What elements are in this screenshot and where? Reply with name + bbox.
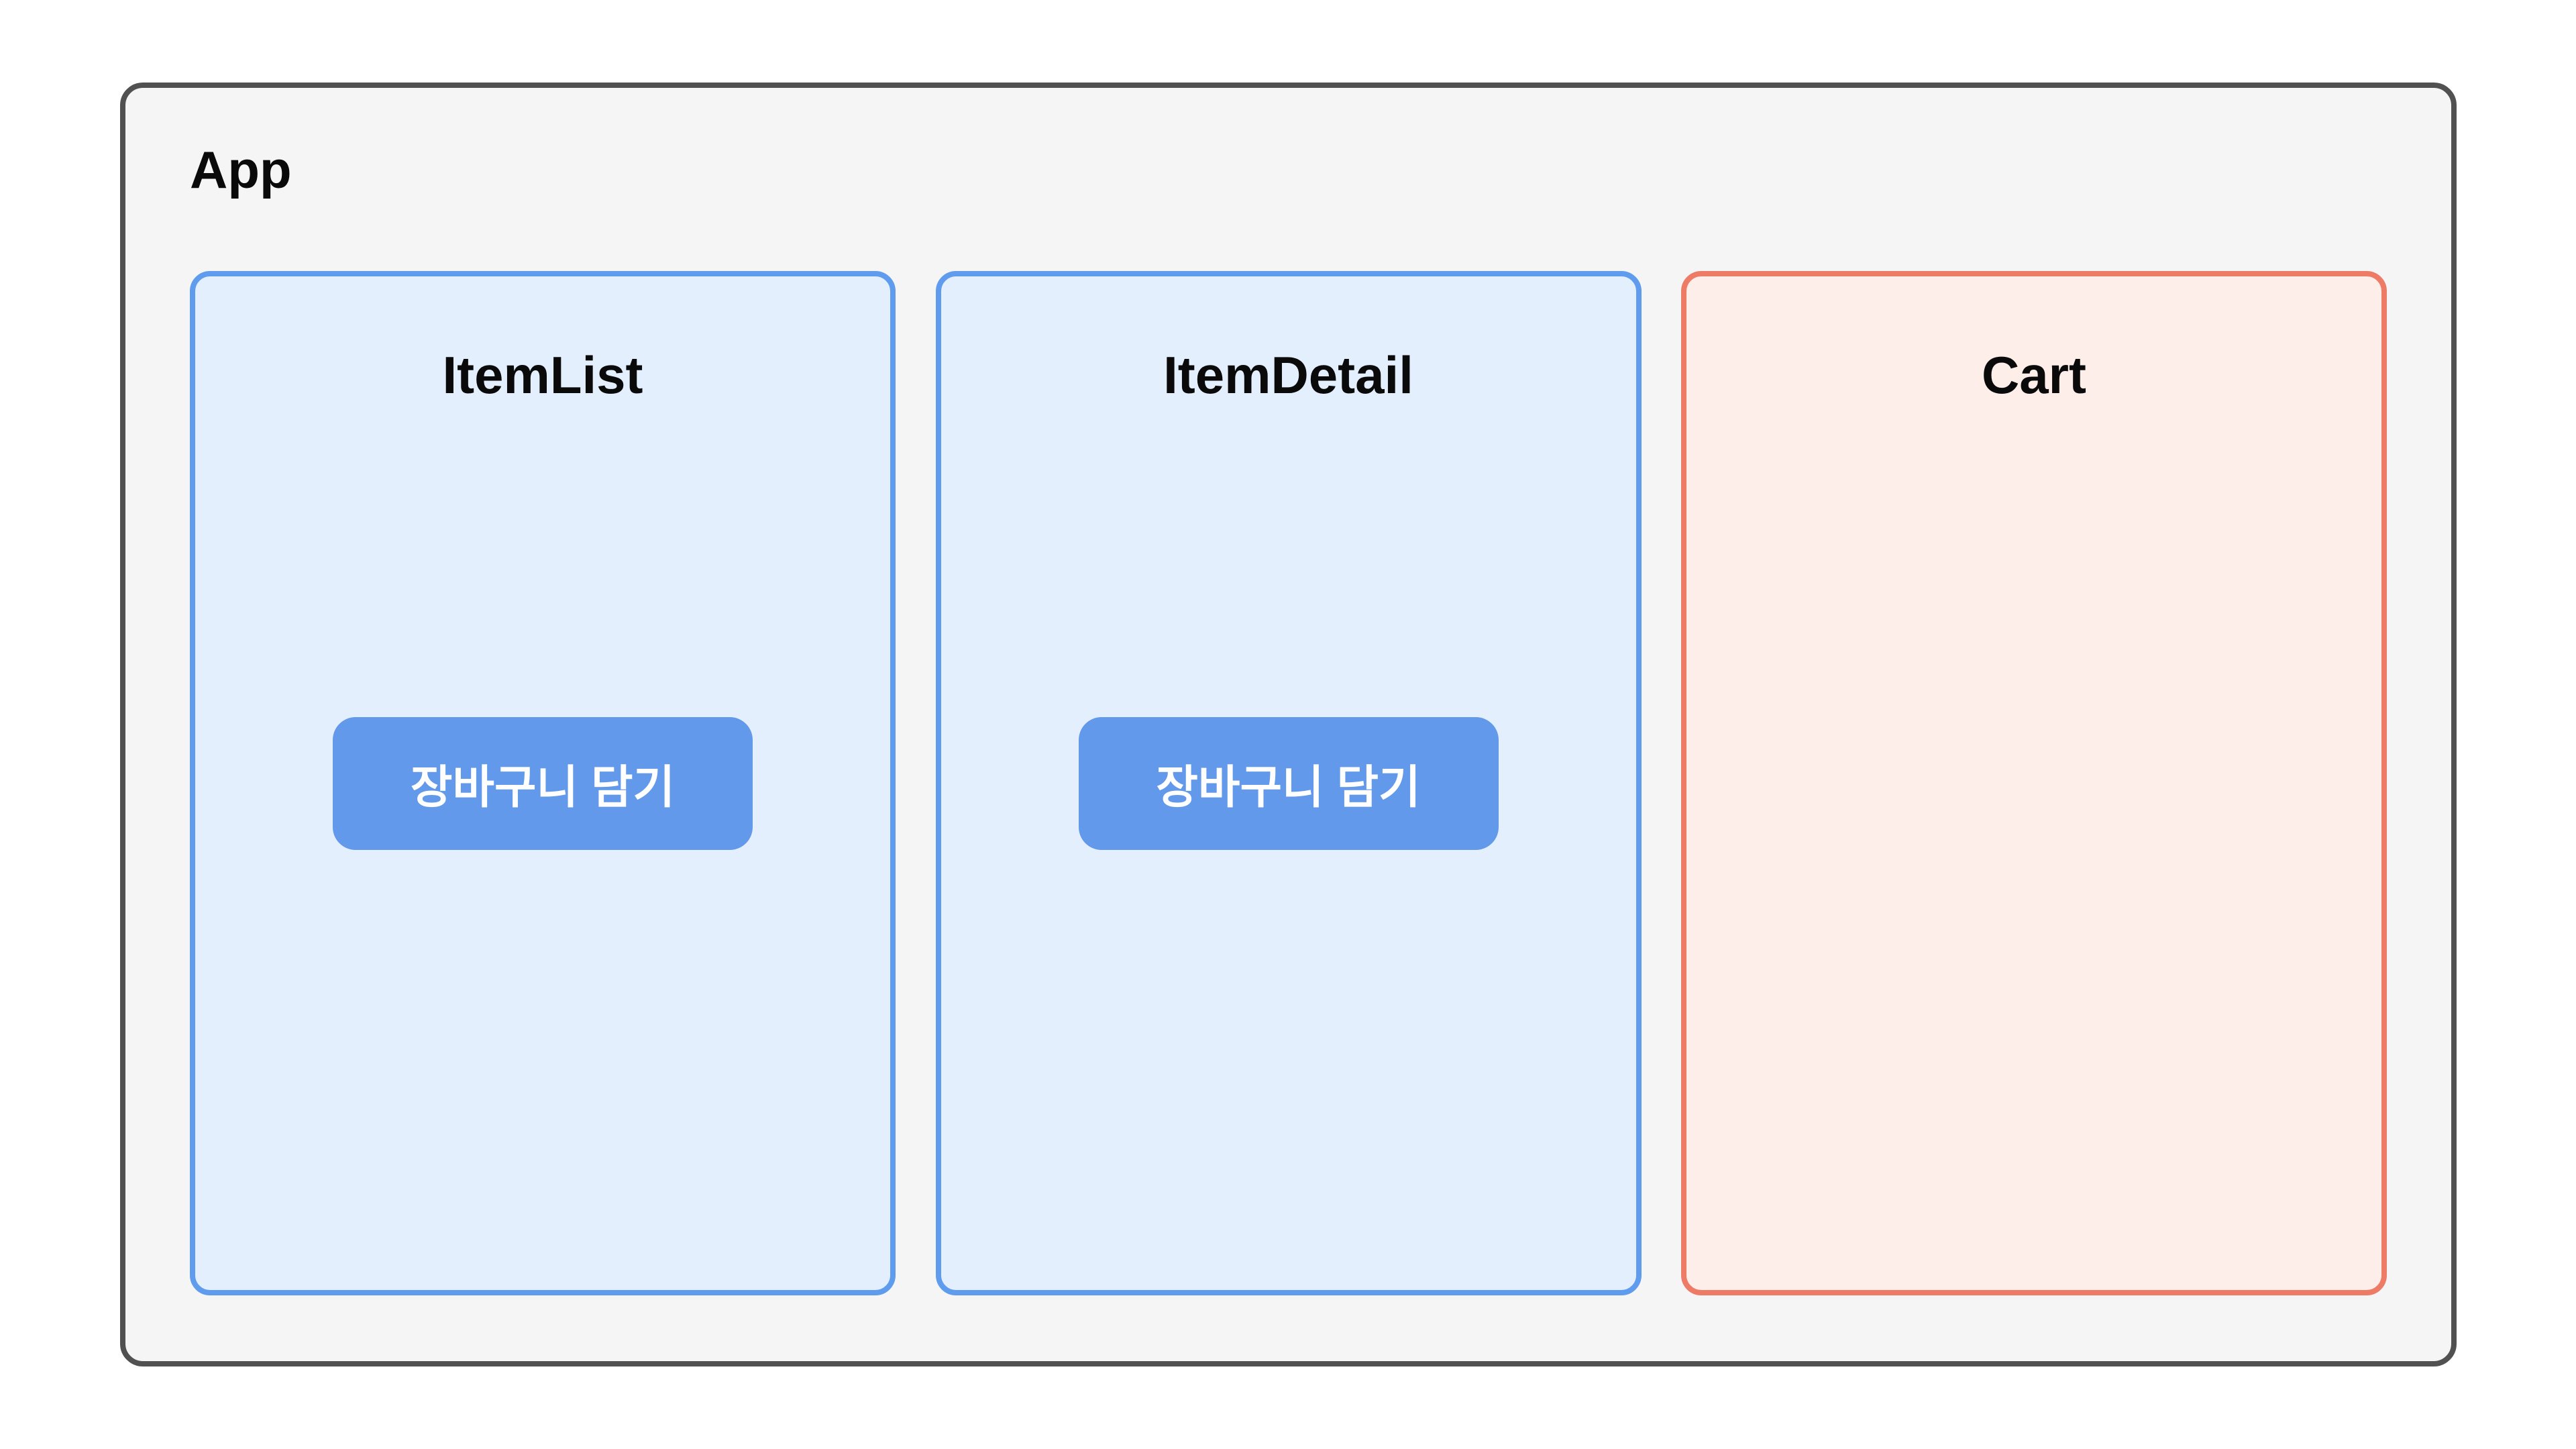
component-box-cart: Cart (1681, 271, 2387, 1295)
add-to-cart-button-itemdetail[interactable]: 장바구니 담기 (1078, 716, 1499, 850)
app-container: App ItemList 장바구니 담기 ItemDetail 장바구니 담기 … (120, 83, 2457, 1366)
add-to-cart-button-itemlist[interactable]: 장바구니 담기 (333, 716, 753, 850)
components-row: ItemList 장바구니 담기 ItemDetail 장바구니 담기 Cart (190, 271, 2387, 1295)
component-box-itemlist: ItemList 장바구니 담기 (190, 271, 896, 1295)
app-label: App (190, 140, 292, 199)
component-title-cart: Cart (1981, 345, 2087, 405)
component-title-itemdetail: ItemDetail (1163, 345, 1413, 405)
component-box-itemdetail: ItemDetail 장바구니 담기 (935, 271, 1642, 1295)
component-title-itemlist: ItemList (442, 345, 643, 405)
